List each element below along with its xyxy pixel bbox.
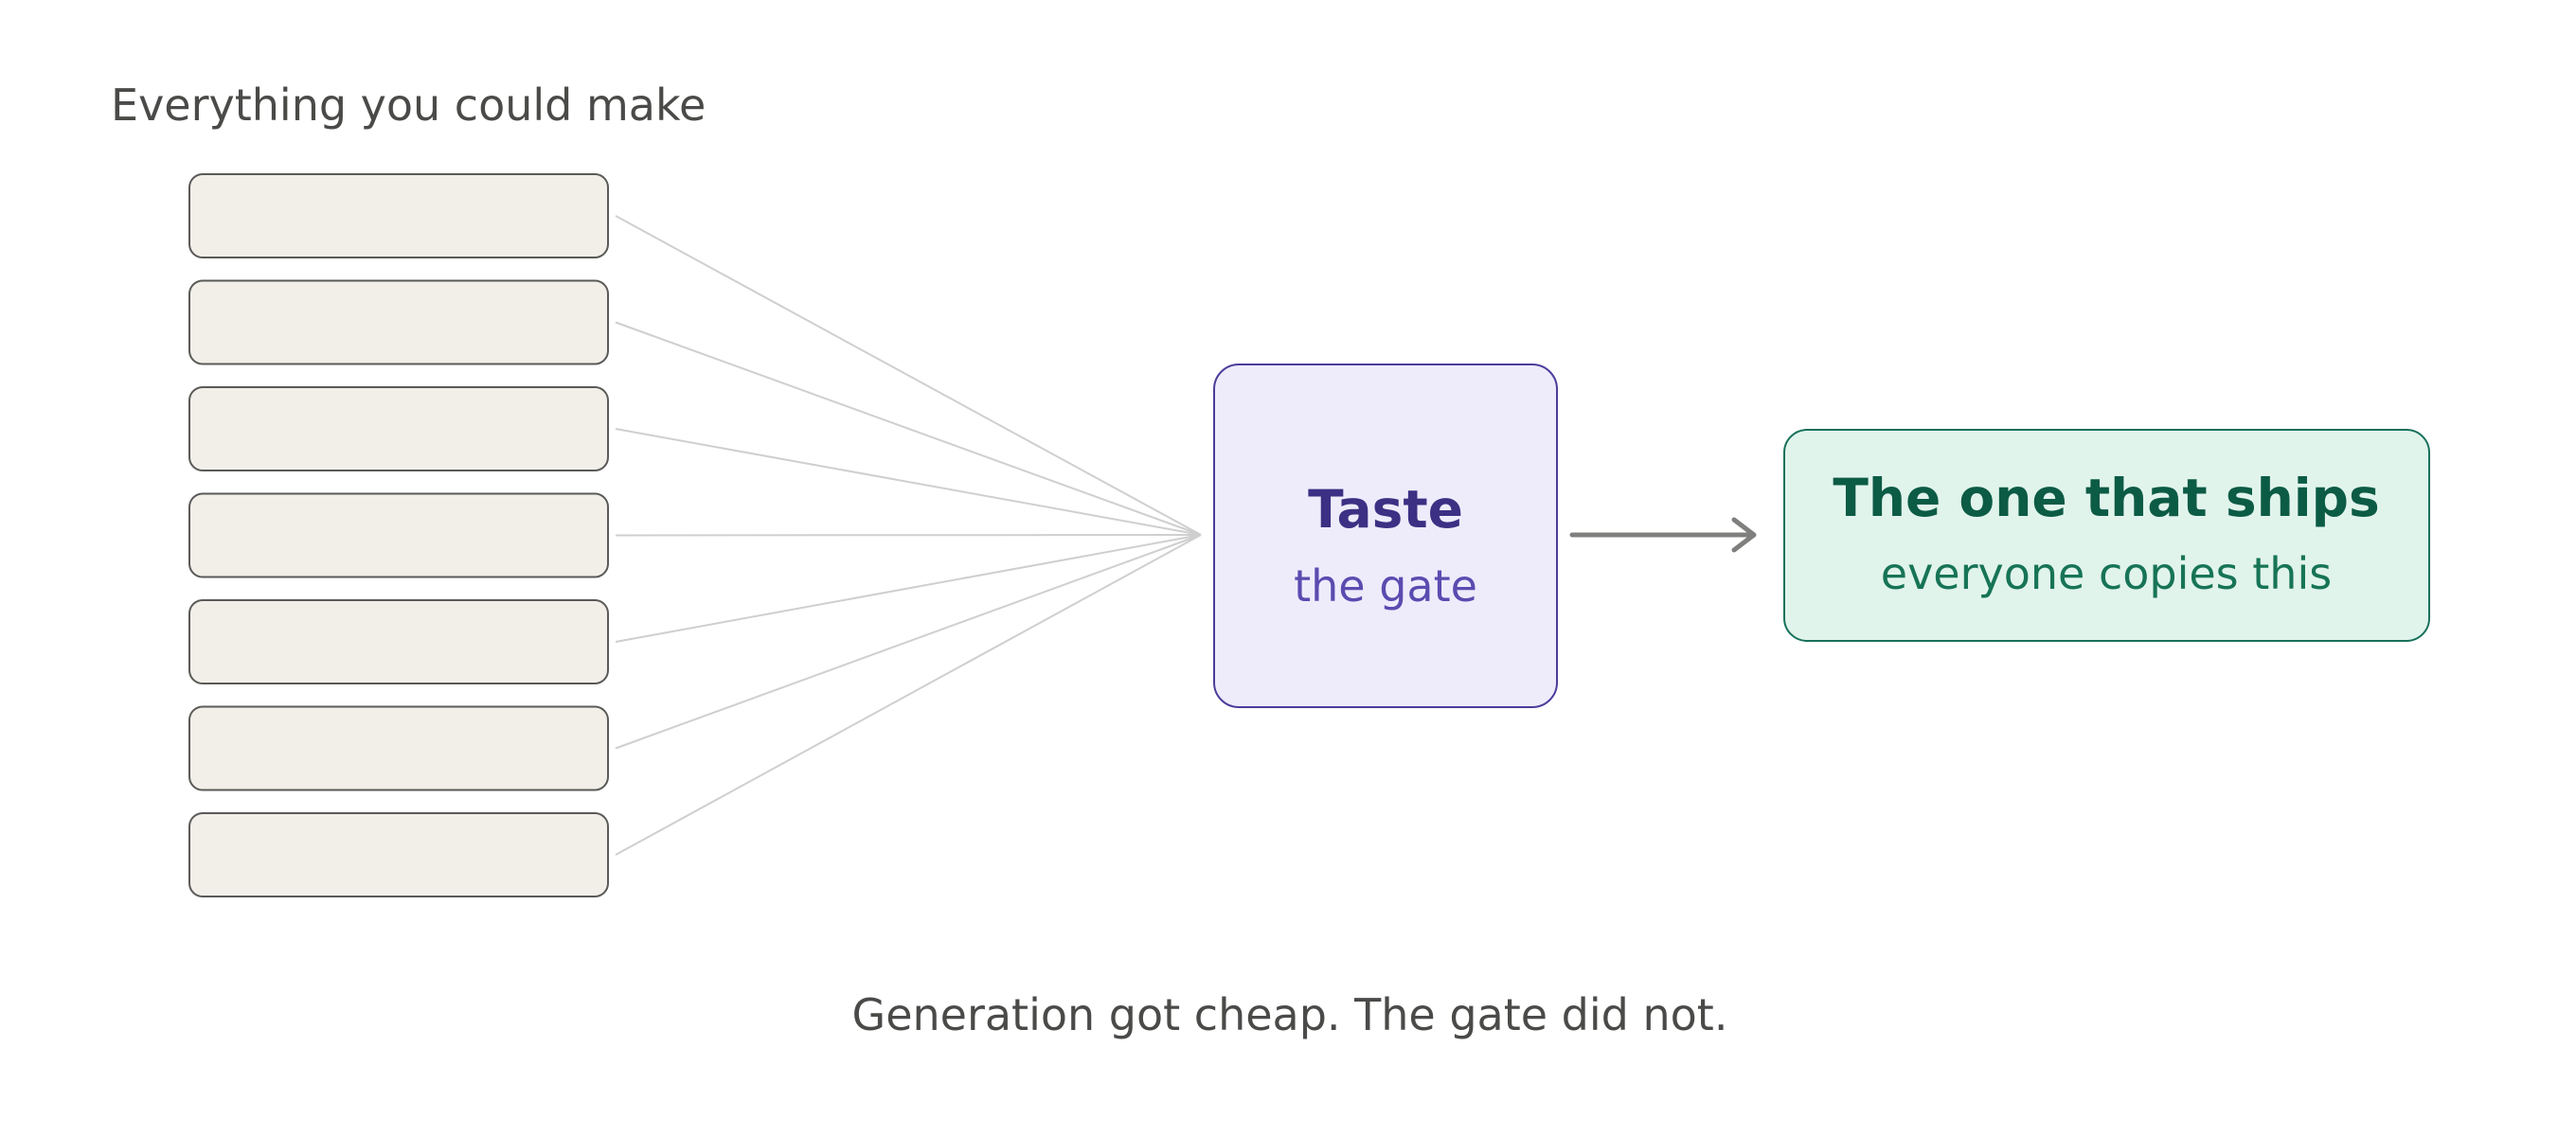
candidate-box bbox=[188, 492, 609, 578]
candidate-box bbox=[188, 386, 609, 471]
connector-line bbox=[615, 534, 1202, 643]
connector-line bbox=[615, 321, 1202, 536]
arrow-head bbox=[1731, 517, 1757, 553]
gate-node: Taste the gate bbox=[1213, 364, 1558, 708]
candidate-box bbox=[188, 279, 609, 365]
connector-lines bbox=[615, 215, 1202, 856]
diagram-heading: Everything you could make bbox=[111, 80, 706, 131]
connector-line bbox=[615, 534, 1202, 750]
connector-line bbox=[615, 428, 1202, 536]
output-title: The one that ships bbox=[1833, 468, 2379, 528]
gate-title: Taste bbox=[1308, 479, 1463, 540]
connector-line bbox=[615, 534, 1202, 537]
connector-line bbox=[615, 534, 1202, 856]
diagram-caption: Generation got cheap. The gate did not. bbox=[852, 989, 1728, 1040]
output-box bbox=[1783, 429, 2430, 642]
candidate-box bbox=[188, 705, 609, 791]
flow-arrow bbox=[1569, 517, 1757, 553]
candidate-box bbox=[188, 812, 609, 897]
candidate-box bbox=[188, 599, 609, 684]
output-subtitle: everyone copies this bbox=[1881, 548, 2332, 599]
connector-line bbox=[615, 215, 1202, 536]
output-node: The one that ships everyone copies this bbox=[1783, 429, 2430, 642]
gate-box bbox=[1213, 364, 1558, 708]
gate-subtitle: the gate bbox=[1294, 560, 1477, 612]
candidate-box bbox=[188, 173, 609, 258]
candidate-stack bbox=[188, 173, 609, 897]
